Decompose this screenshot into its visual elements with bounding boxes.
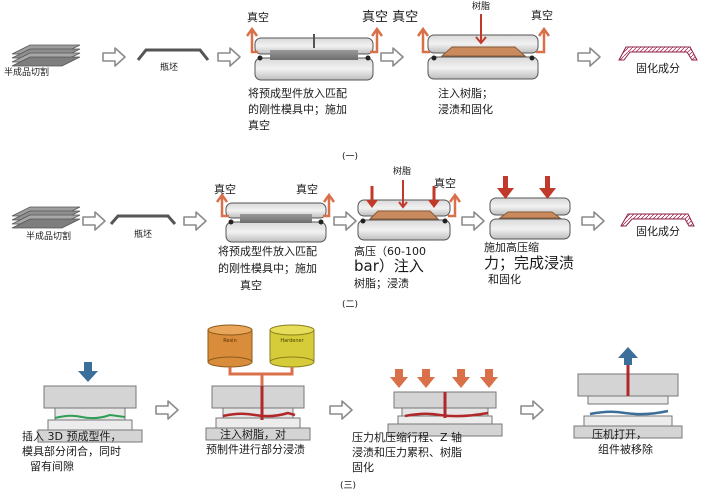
step2-line1-p3: 注入树脂，对 (220, 428, 286, 441)
flow-arrow-2c (333, 211, 357, 231)
preform-1 (136, 48, 210, 61)
caption-3: (三) (340, 481, 357, 491)
lift-arrow-3 (618, 347, 638, 365)
flow-arrow-2d (461, 211, 485, 231)
hardener-tank-label: Hardener (280, 338, 304, 344)
vacuum-label-2b: 真空 (296, 183, 318, 196)
flow-arrow-2e (581, 211, 605, 231)
flow-arrow-1b (217, 47, 241, 67)
step4-line1-p3: 压机打开， (592, 428, 647, 441)
step3-line2-p2: bar）注入 (354, 257, 424, 275)
step3-line3-p3: 固化 (352, 461, 374, 474)
cured-part-1 (618, 46, 698, 61)
press-open-3d (573, 362, 683, 439)
step1-line1-p3: 插入 3D 预成型件， (22, 430, 122, 443)
vacuum-arrows-1 (245, 26, 384, 54)
flow-arrow-3a (155, 400, 179, 420)
step1-line3-p3: 留有间隙 (30, 460, 74, 473)
press-arrows-3 (390, 369, 498, 388)
resin-label-2: 树脂 (393, 167, 412, 177)
step4-line3-p2: 和固化 (488, 273, 521, 286)
mold-resin-1 (427, 34, 539, 80)
step3-line1-p2: 高压（60-100 (354, 245, 426, 258)
press-inject-3b (205, 385, 311, 441)
step3-line3-p2: 树脂；浸渍 (354, 277, 409, 290)
press-compress-3c (387, 391, 503, 437)
press-arrows-2 (366, 180, 440, 209)
vacuum-label-1c: 真空 (531, 9, 553, 22)
vacuum-arrows-2b (448, 192, 462, 218)
step1-line2-p3: 模具部分闭合，同时 (22, 445, 121, 458)
resin-inlet-arrow-1 (475, 14, 487, 45)
mold-vacuum-1 (254, 34, 374, 81)
flow-arrow-1c (380, 47, 404, 67)
flow-arrow-1a (102, 47, 126, 67)
vacuum-label-2c: 真空 (434, 177, 456, 190)
flow-arrow-2a (82, 211, 106, 231)
vacuum-label-2a: 真空 (214, 183, 236, 196)
vacuum-arrows-2 (215, 192, 336, 218)
step2-line1-p2: 将预成型件放入匹配 (218, 245, 317, 258)
vacuum-label-1a: 真空 (247, 11, 269, 24)
press-arrows-2b (497, 176, 556, 199)
press-open-3a (37, 385, 143, 443)
cut-label-1: 半成品切割 (4, 68, 50, 78)
feed-lines (228, 367, 294, 392)
cut-plies-stack-2 (11, 206, 81, 229)
preform-2 (109, 214, 177, 225)
step2-line3-p2: 真空 (240, 279, 262, 292)
mold-vacuum-2 (225, 202, 327, 243)
step2-line1-p1: 将预成型件放入匹配 (248, 87, 347, 100)
step2-line2-p2: 的刚性模具中；施加 (218, 262, 317, 275)
step3-line1-p1: 注入树脂； (438, 87, 493, 100)
step4-line2-p3: 组件被移除 (598, 443, 653, 456)
insert-arrow-3 (78, 362, 98, 382)
resin-tank (207, 324, 253, 368)
step4-line2-p2: 力；完成浸渍 (484, 254, 575, 272)
step4-line1-p2: 施加高压缩 (484, 241, 539, 254)
step2-line3-p1: 真空 (248, 119, 270, 132)
step3-line2-p3: 浸渍和压力累积、树脂 (352, 446, 462, 459)
cured-part-2 (620, 213, 695, 227)
caption-1: (一) (342, 152, 359, 162)
preform-label-1: 瓶坯 (160, 63, 179, 73)
vacuum-arrows-1b (416, 26, 551, 54)
flow-arrow-2b (183, 211, 207, 231)
cut-label-2: 半成品切割 (26, 232, 72, 242)
mold-highpressure-2 (357, 199, 451, 241)
step2-line2-p1: 的刚性模具中；施加 (248, 103, 347, 116)
cure-label-2: 固化成分 (636, 225, 680, 238)
flow-arrow-1d (577, 47, 601, 67)
resin-label-1: 树脂 (472, 2, 491, 12)
preform-label-2: 瓶坯 (134, 230, 153, 240)
hardener-tank (269, 324, 315, 368)
flow-arrow-3b (329, 400, 353, 420)
step3-line1-p3: 压力机压缩行程、Z 轴 (352, 431, 463, 444)
resin-tank-label: Resin (223, 338, 237, 344)
caption-2: (二) (342, 300, 359, 310)
step3-line2-p1: 浸渍和固化 (438, 103, 493, 116)
mold-compression-2 (489, 197, 571, 240)
cut-plies-stack-1 (11, 44, 81, 67)
cure-label-1: 固化成分 (636, 62, 680, 75)
step2-line2-p3: 预制件进行部分浸渍 (206, 443, 305, 456)
vacuum-label-1b: 真空 真空 (362, 10, 419, 25)
flow-arrow-3c (520, 400, 544, 420)
